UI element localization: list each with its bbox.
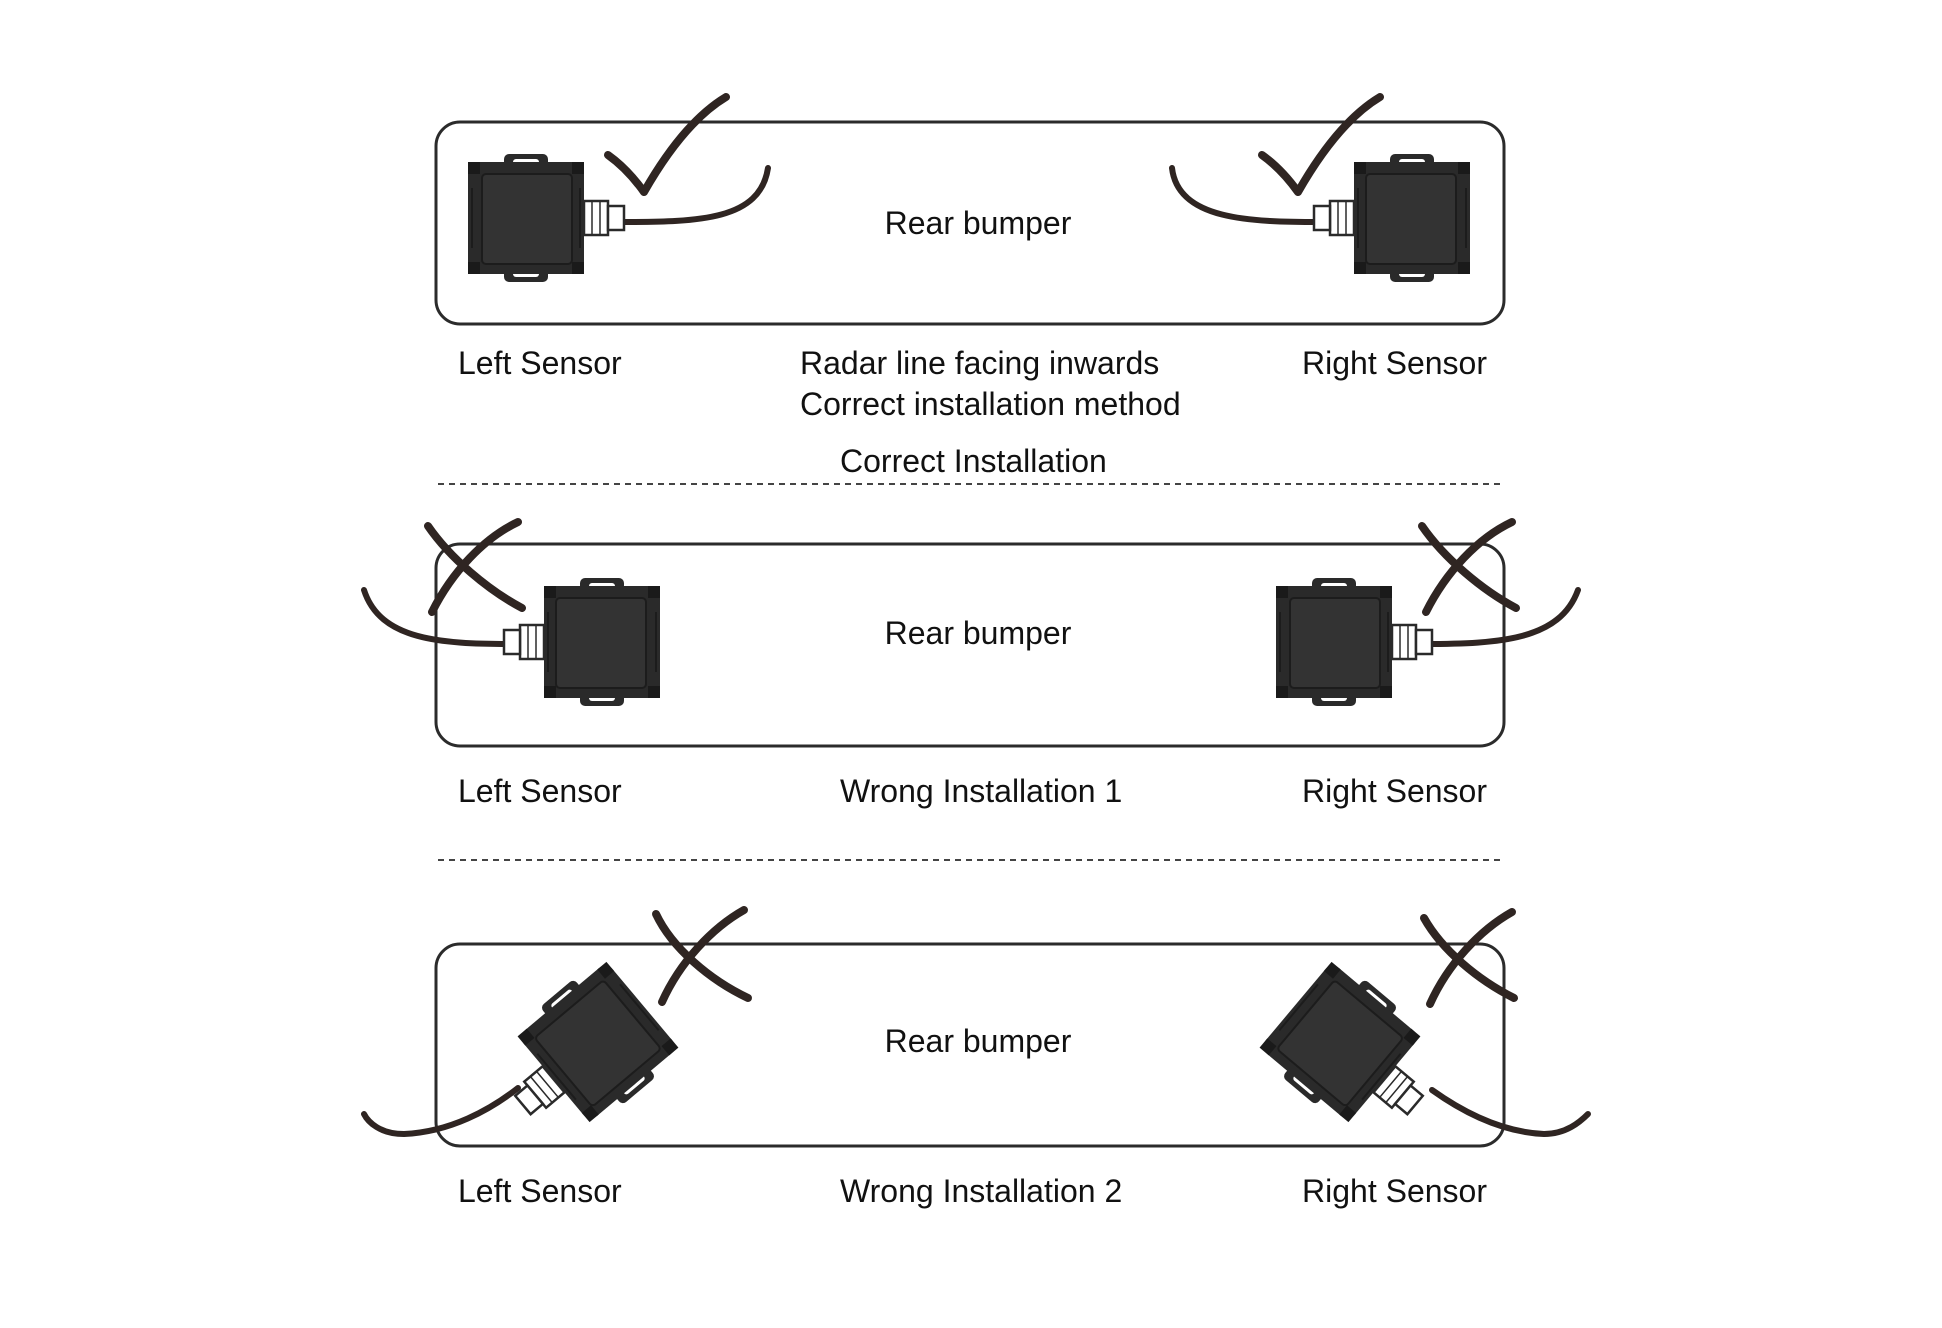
- cross-icon: [1418, 518, 1520, 616]
- caption: Wrong Installation 2: [840, 1173, 1123, 1209]
- bumper-label: Rear bumper: [884, 615, 1072, 651]
- bumper-outline-3: [434, 942, 1506, 1148]
- check-icon: [1258, 93, 1384, 196]
- right-sensor-device-1: [1312, 152, 1472, 284]
- section-title: Correct Installation: [840, 443, 1107, 479]
- left-sensor-device-2: [502, 576, 662, 708]
- right-sensor-label: Right Sensor: [1302, 1173, 1487, 1209]
- cable-right-1: [1169, 165, 1323, 225]
- check-icon: [604, 93, 730, 196]
- right-sensor-device-2: [1274, 576, 1434, 708]
- bumper-label: Rear bumper: [884, 1023, 1072, 1059]
- left-sensor-label: Left Sensor: [458, 773, 622, 809]
- caption: Wrong Installation 1: [840, 773, 1123, 809]
- cable-right-3: [1429, 1087, 1591, 1138]
- right-sensor-label: Right Sensor: [1302, 345, 1487, 381]
- left-sensor-device-1: [466, 152, 626, 284]
- left-sensor-label: Left Sensor: [458, 1173, 622, 1209]
- caption-line: Radar line facing inwards: [800, 345, 1160, 381]
- cable-left-1: [619, 165, 771, 225]
- cable-right-2: [1421, 587, 1581, 647]
- cable-left-2: [361, 587, 515, 647]
- bumper-outline-1: [434, 120, 1506, 326]
- bumper-label: Rear bumper: [884, 205, 1072, 241]
- left-sensor-device-3: [480, 954, 685, 1156]
- cable-left-3: [361, 1085, 521, 1138]
- left-sensor-label: Left Sensor: [458, 345, 622, 381]
- caption-line: Correct installation method: [800, 386, 1181, 422]
- right-sensor-label: Right Sensor: [1302, 773, 1487, 809]
- cross-icon: [652, 906, 752, 1006]
- right-sensor-device-3: [1253, 954, 1458, 1156]
- cross-icon: [424, 518, 526, 616]
- bumper-outline-2: [434, 542, 1506, 748]
- cross-icon: [1420, 908, 1518, 1008]
